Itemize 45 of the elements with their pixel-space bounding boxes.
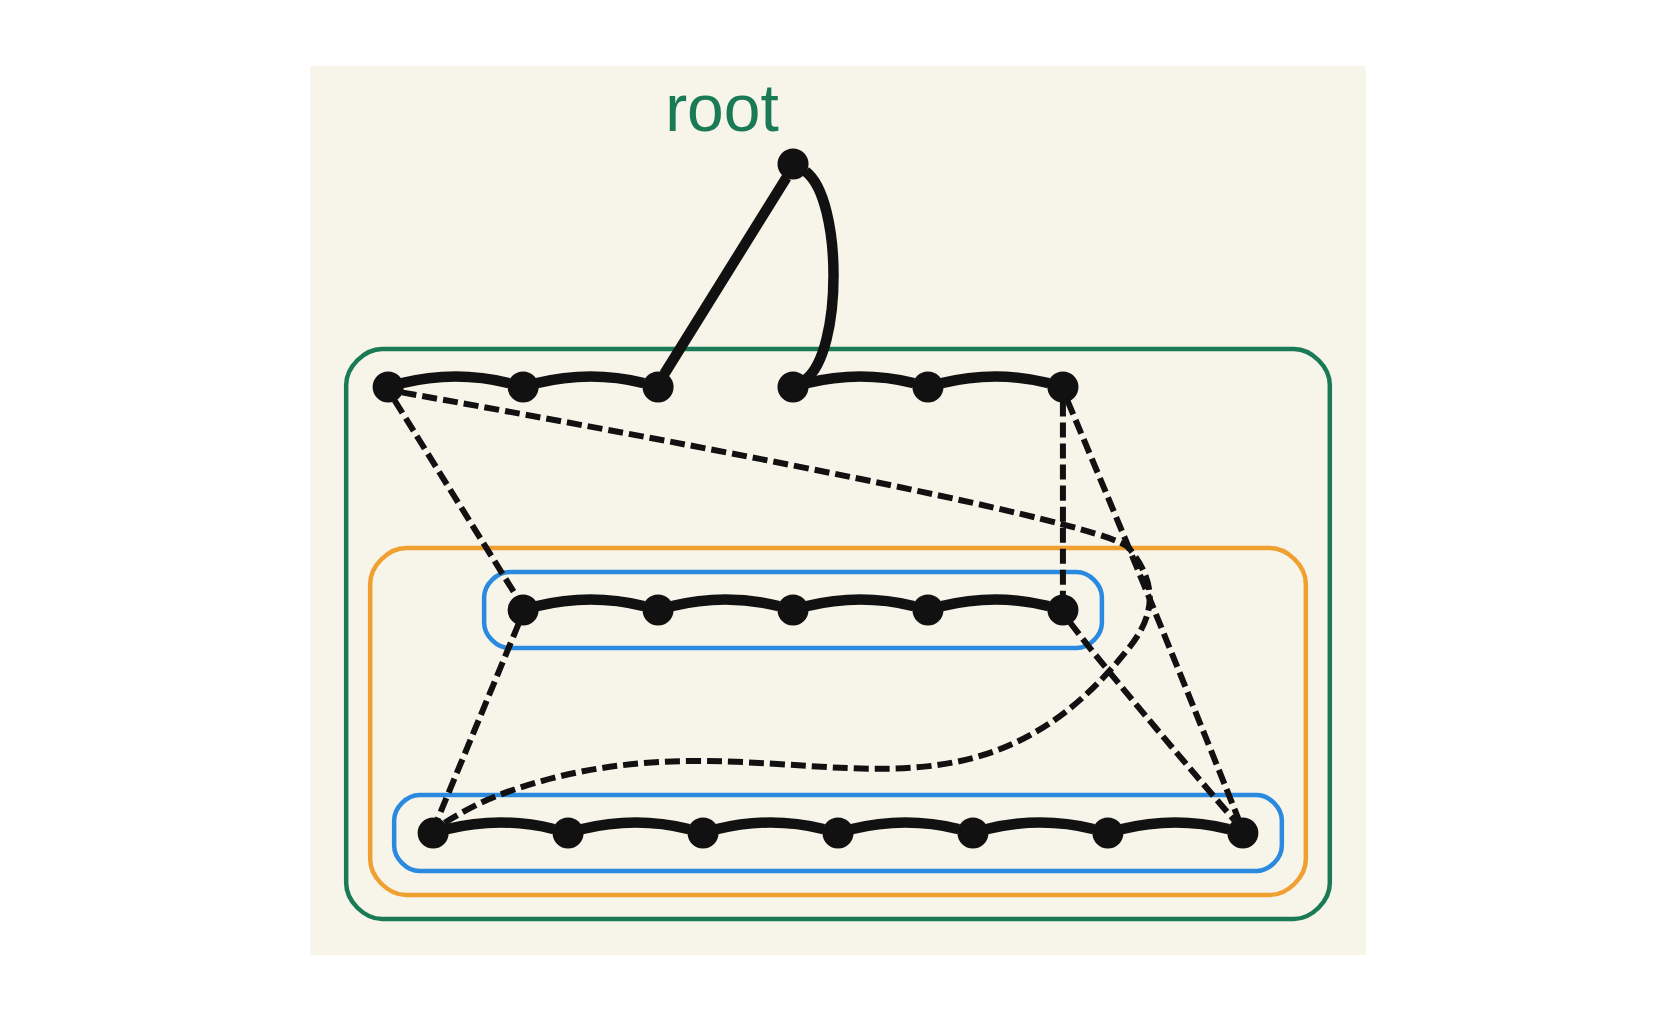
node-circle bbox=[552, 817, 584, 849]
cluster bbox=[343, 346, 1332, 922]
connector bbox=[940, 594, 1050, 612]
node-circle bbox=[417, 817, 449, 849]
connector bbox=[940, 371, 1050, 389]
node-circle bbox=[642, 371, 674, 403]
connector bbox=[535, 371, 645, 389]
node-circle bbox=[687, 817, 719, 849]
connector bbox=[805, 594, 915, 612]
connector bbox=[400, 389, 1152, 826]
node-circle bbox=[642, 594, 674, 626]
node-circle bbox=[777, 371, 809, 403]
connector bbox=[434, 622, 522, 821]
node-circle bbox=[1046, 371, 1078, 403]
connector bbox=[535, 594, 645, 612]
connector bbox=[715, 817, 825, 835]
node-circle bbox=[1226, 817, 1258, 849]
connector bbox=[1064, 399, 1241, 821]
connector bbox=[985, 817, 1095, 835]
cluster bbox=[367, 545, 1308, 898]
node-circle bbox=[1046, 594, 1078, 626]
connector bbox=[1059, 401, 1066, 596]
cluster bbox=[391, 792, 1284, 874]
node-label: root bbox=[664, 70, 779, 145]
connector bbox=[659, 174, 791, 377]
node-circle bbox=[507, 371, 539, 403]
node-circle bbox=[821, 817, 854, 849]
node-circle bbox=[911, 371, 943, 403]
connector bbox=[670, 594, 780, 612]
connector bbox=[580, 817, 690, 835]
node-circle bbox=[372, 371, 404, 403]
node-circle bbox=[911, 594, 943, 626]
node-circle bbox=[1091, 817, 1123, 849]
connector bbox=[445, 817, 555, 835]
node-circle bbox=[956, 817, 988, 849]
connector bbox=[805, 371, 915, 389]
connector bbox=[400, 371, 510, 389]
connector bbox=[1067, 620, 1237, 823]
connector bbox=[391, 398, 520, 599]
node-circle bbox=[507, 594, 539, 626]
cluster bbox=[481, 569, 1104, 651]
node-circle bbox=[777, 594, 809, 626]
node-circle bbox=[777, 148, 809, 180]
connector bbox=[850, 817, 960, 835]
connector bbox=[1119, 817, 1230, 835]
